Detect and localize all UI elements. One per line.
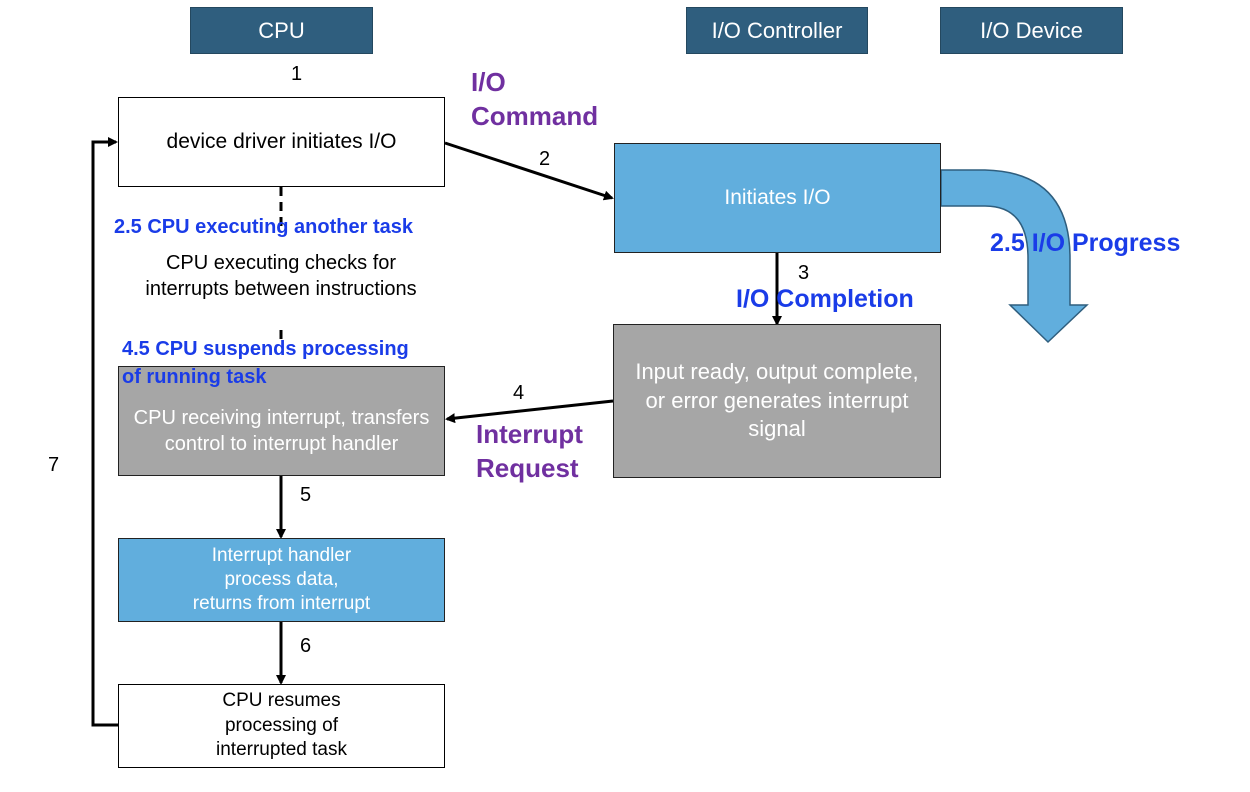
box-controller-initiates-io-text: Initiates I/O <box>724 186 831 210</box>
label-io-command: I/O Command <box>471 66 598 134</box>
arrow-interrupt-request <box>445 399 614 424</box>
label-interrupt-request-line2: Request <box>476 452 579 483</box>
box-interrupt-handler-line2: process data, <box>224 569 339 591</box>
step-number-1: 1 <box>291 63 303 85</box>
label-cpu-suspends-line1: 4.5 CPU suspends processing <box>122 338 409 360</box>
label-io-completion: I/O Completion <box>736 285 914 313</box>
step-number-4: 4 <box>513 382 525 404</box>
box-interrupt-handler-line3: returns from interrupt <box>192 592 371 614</box>
step-number-3: 3 <box>798 262 810 284</box>
arrow-step-7-loop <box>91 137 118 727</box>
header-cpu: CPU <box>190 7 373 54</box>
box-cpu-receiving-interrupt-text: CPU receiving interrupt, transfers contr… <box>133 407 430 455</box>
label-io-command-line1: I/O <box>471 67 506 97</box>
box-cpu-receiving-interrupt: CPU receiving interrupt, transfers contr… <box>118 366 445 476</box>
text-cpu-checks-interrupts-text: CPU executing checks for interrupts betw… <box>145 252 417 300</box>
box-cpu-resumes: CPU resumes processing of interrupted ta… <box>118 684 445 768</box>
step-number-5: 5 <box>300 484 312 506</box>
label-interrupt-request: Interrupt Request <box>476 418 583 486</box>
io-progress-arrow <box>940 169 1089 344</box>
label-interrupt-request-line1: Interrupt <box>476 419 583 449</box>
header-io-device: I/O Device <box>940 7 1123 54</box>
step-number-7: 7 <box>48 454 60 476</box>
box-cpu-resumes-text: CPU resumes processing of interrupted ta… <box>216 689 347 761</box>
arrow-io-command <box>444 141 614 201</box>
label-io-command-line2: Command <box>471 100 599 131</box>
box-interrupt-handler-line1: Interrupt handler <box>211 545 352 567</box>
label-cpu-suspends: 4.5 CPU suspends processing of running t… <box>122 335 409 391</box>
label-cpu-suspends-line2: of running task <box>122 366 267 388</box>
label-io-progress: 2.5 I/O Progress <box>990 229 1181 257</box>
box-driver-initiates-io: device driver initiates I/O <box>118 97 445 187</box>
box-interrupt-signal-text: Input ready, output complete, or error g… <box>635 359 919 442</box>
box-driver-initiates-io-text: device driver initiates I/O <box>166 130 397 154</box>
box-interrupt-signal: Input ready, output complete, or error g… <box>613 324 941 478</box>
box-interrupt-handler: Interrupt handler process data, returns … <box>118 538 445 622</box>
box-controller-initiates-io: Initiates I/O <box>614 143 941 253</box>
label-cpu-another-task: 2.5 CPU executing another task <box>114 216 413 238</box>
step-number-6: 6 <box>300 635 312 657</box>
step-number-2: 2 <box>539 148 551 170</box>
header-io-controller: I/O Controller <box>686 7 868 54</box>
text-cpu-checks-interrupts: CPU executing checks for interrupts betw… <box>140 234 422 318</box>
